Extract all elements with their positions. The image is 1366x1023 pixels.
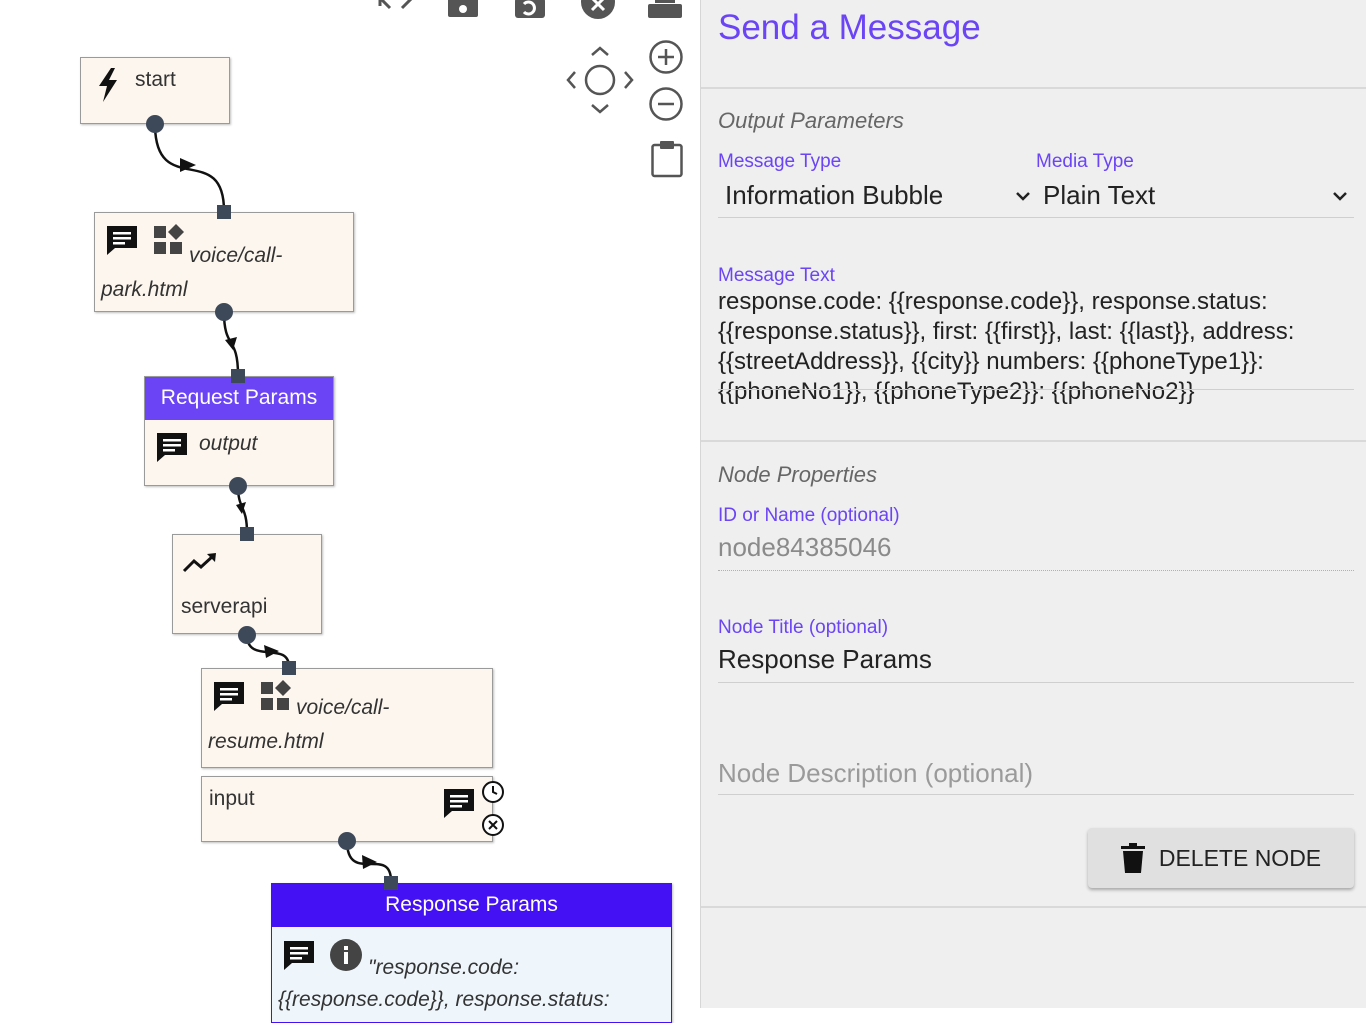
delete-node-button[interactable]: DELETE NODE [1088, 828, 1354, 888]
port-in-serverapi[interactable] [240, 527, 254, 541]
port-out-serverapi[interactable] [238, 626, 256, 644]
chevron-down-icon [1016, 192, 1030, 201]
message-text-underline [718, 389, 1354, 390]
undo-icon[interactable] [514, 0, 546, 20]
print-icon[interactable] [647, 0, 683, 20]
trash-icon [1120, 843, 1145, 873]
close-circle-icon[interactable] [580, 0, 616, 20]
port-in-response[interactable] [384, 876, 398, 890]
node-request-params[interactable]: Request Params output [144, 376, 334, 486]
message-type-value: Information Bubble [725, 180, 944, 210]
media-type-value: Plain Text [1043, 180, 1156, 210]
edge-arrow [236, 502, 246, 514]
port-in-park[interactable] [217, 205, 231, 219]
panel-title: Send a Message [718, 8, 981, 47]
node-park[interactable]: voice/call-park.html [94, 212, 354, 312]
message-icon [284, 941, 314, 970]
info-icon [330, 939, 362, 971]
description-field[interactable]: Node Description (optional) [718, 758, 1034, 788]
node-response-params-body-2: {{response.code}}, response.status: [278, 988, 610, 1011]
node-props-title: Node Properties [718, 462, 877, 487]
properties-panel: Send a Message Output Parameters Message… [700, 0, 1366, 1008]
divider [701, 906, 1366, 908]
node-response-params-title: Response Params [272, 884, 671, 927]
id-label: ID or Name (optional) [718, 505, 900, 526]
zoom-in-icon[interactable] [648, 39, 684, 75]
delete-node-label: DELETE NODE [1158, 844, 1322, 871]
clock-icon[interactable] [481, 780, 505, 804]
edge-start-park [153, 123, 226, 212]
save-icon[interactable] [447, 0, 479, 18]
node-response-params[interactable]: Response Params "response.code: {{respon… [271, 883, 672, 1023]
node-park-path: voice/call-park.html [101, 244, 283, 301]
node-request-params-title: Request Params [145, 377, 333, 420]
media-type-select[interactable]: Plain Text [1036, 176, 1354, 218]
message-text-area[interactable]: response.code: {{response.code}}, respon… [718, 288, 1295, 405]
port-out-start[interactable] [146, 115, 164, 133]
port-out-input[interactable] [338, 832, 356, 850]
message-icon [444, 789, 474, 818]
node-start-label: start [135, 68, 176, 91]
node-start[interactable]: start [80, 57, 230, 124]
node-request-params-body: output [199, 432, 258, 455]
port-in-request[interactable] [231, 369, 245, 383]
flow-canvas[interactable]: start voice/call-park.html Request Param… [0, 0, 700, 1023]
title-field[interactable]: Response Params [718, 644, 932, 674]
message-icon [214, 682, 244, 711]
widgets-icon [154, 224, 184, 254]
divider [701, 440, 1366, 442]
widgets-icon [261, 680, 291, 710]
node-resume[interactable]: voice/call-resume.html [201, 668, 493, 768]
port-in-resume[interactable] [282, 661, 296, 675]
message-type-select[interactable]: Information Bubble [718, 176, 1033, 218]
cancel-icon[interactable] [481, 813, 505, 837]
id-underline [718, 570, 1354, 571]
port-out-park[interactable] [215, 303, 233, 321]
divider [701, 87, 1366, 89]
pan-icon[interactable] [565, 45, 635, 115]
clipboard-icon[interactable] [650, 140, 684, 178]
edge-arrow [264, 645, 279, 658]
trending-up-icon [182, 553, 216, 573]
chevron-down-icon [1333, 192, 1347, 201]
message-type-label: Message Type [718, 151, 842, 172]
output-params-title: Output Parameters [718, 108, 904, 133]
edge-arrow [225, 337, 237, 350]
media-type-label: Media Type [1036, 151, 1134, 172]
flow-edges [153, 123, 393, 882]
node-serverapi[interactable]: serverapi [172, 534, 322, 634]
node-input-label: input [209, 787, 255, 810]
edge-arrow [362, 855, 377, 869]
title-underline [718, 682, 1354, 683]
node-response-params-body-1: "response.code: [368, 956, 520, 979]
title-label: Node Title (optional) [718, 617, 889, 638]
description-underline [718, 794, 1354, 795]
lightning-icon [99, 68, 117, 102]
node-resume-path: voice/call-resume.html [208, 696, 390, 753]
edge-arrow [180, 158, 196, 172]
zoom-out-icon[interactable] [648, 86, 684, 122]
port-out-request[interactable] [229, 477, 247, 495]
message-icon [157, 433, 187, 462]
node-serverapi-label: serverapi [181, 595, 268, 618]
select-underline [718, 217, 1354, 218]
fit-icon[interactable] [378, 0, 414, 16]
node-input[interactable]: input [201, 776, 493, 842]
message-icon [107, 226, 137, 255]
id-field[interactable]: node84385046 [718, 532, 892, 562]
message-text-label: Message Text [718, 265, 835, 286]
